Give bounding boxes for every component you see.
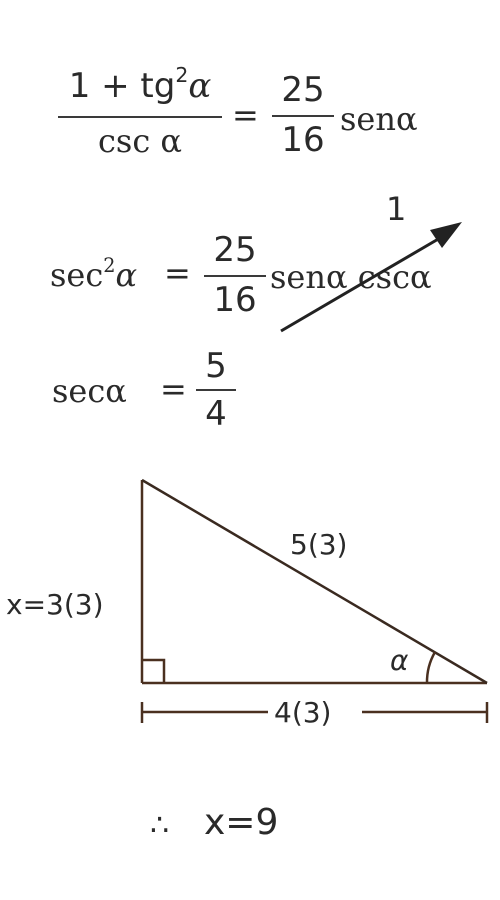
arrow-shaft (280, 236, 441, 333)
eq3-numerator: 5 (205, 346, 227, 386)
eq1-equals: = (232, 96, 259, 134)
eq1-denominator: csc α (97, 122, 183, 160)
eq1-numerator: 1 + tg2α (58, 62, 222, 106)
leg-label: x=3(3) (6, 588, 104, 621)
eq1-rhs-bar (272, 115, 334, 117)
eq2-denominator: 16 (213, 280, 257, 320)
eq2-lhs: sec2α (50, 253, 138, 294)
eq3-fraction: 5 4 (196, 346, 236, 436)
arrow-head (430, 222, 462, 248)
right-angle-marker (142, 658, 166, 683)
angle-arc (425, 651, 437, 684)
eq3-denominator: 4 (205, 394, 227, 434)
arrow-label: 1 (386, 190, 407, 228)
eq2-lhs-alpha: α (115, 256, 138, 294)
eq1-num-prefix: 1 + tg (68, 66, 176, 106)
eq1-num-exponent: 2 (175, 62, 189, 87)
eq2-numerator: 25 (213, 230, 257, 270)
eq1-num-alpha: α (188, 66, 212, 106)
eq1-left-fraction: 1 + tg2α csc α (58, 62, 222, 166)
eq1-rhs-numerator: 25 (281, 70, 325, 110)
triangle-hypotenuse (141, 478, 488, 685)
eq2-equals: = (164, 254, 191, 292)
angle-label: α (390, 644, 409, 677)
eq2-fraction: 25 16 (204, 230, 266, 326)
base-label: 4(3) (274, 696, 332, 729)
hypotenuse-label: 5(3) (290, 528, 348, 561)
eq3-equals: = (160, 370, 187, 408)
conclusion-text: x=9 (204, 802, 279, 843)
eq3-lhs: secα (52, 372, 127, 410)
eq2-fraction-bar (204, 275, 266, 277)
eq3-fraction-bar (196, 389, 236, 391)
therefore-symbol: ∴ (150, 808, 170, 843)
eq1-rhs-tail: senα (340, 100, 418, 138)
eq2-lhs-sec: sec (50, 256, 104, 294)
eq1-right-fraction: 25 16 (272, 70, 334, 166)
eq1-fraction-bar (58, 116, 222, 118)
eq2-lhs-exponent: 2 (103, 253, 116, 277)
eq1-rhs-denominator: 16 (281, 120, 325, 160)
